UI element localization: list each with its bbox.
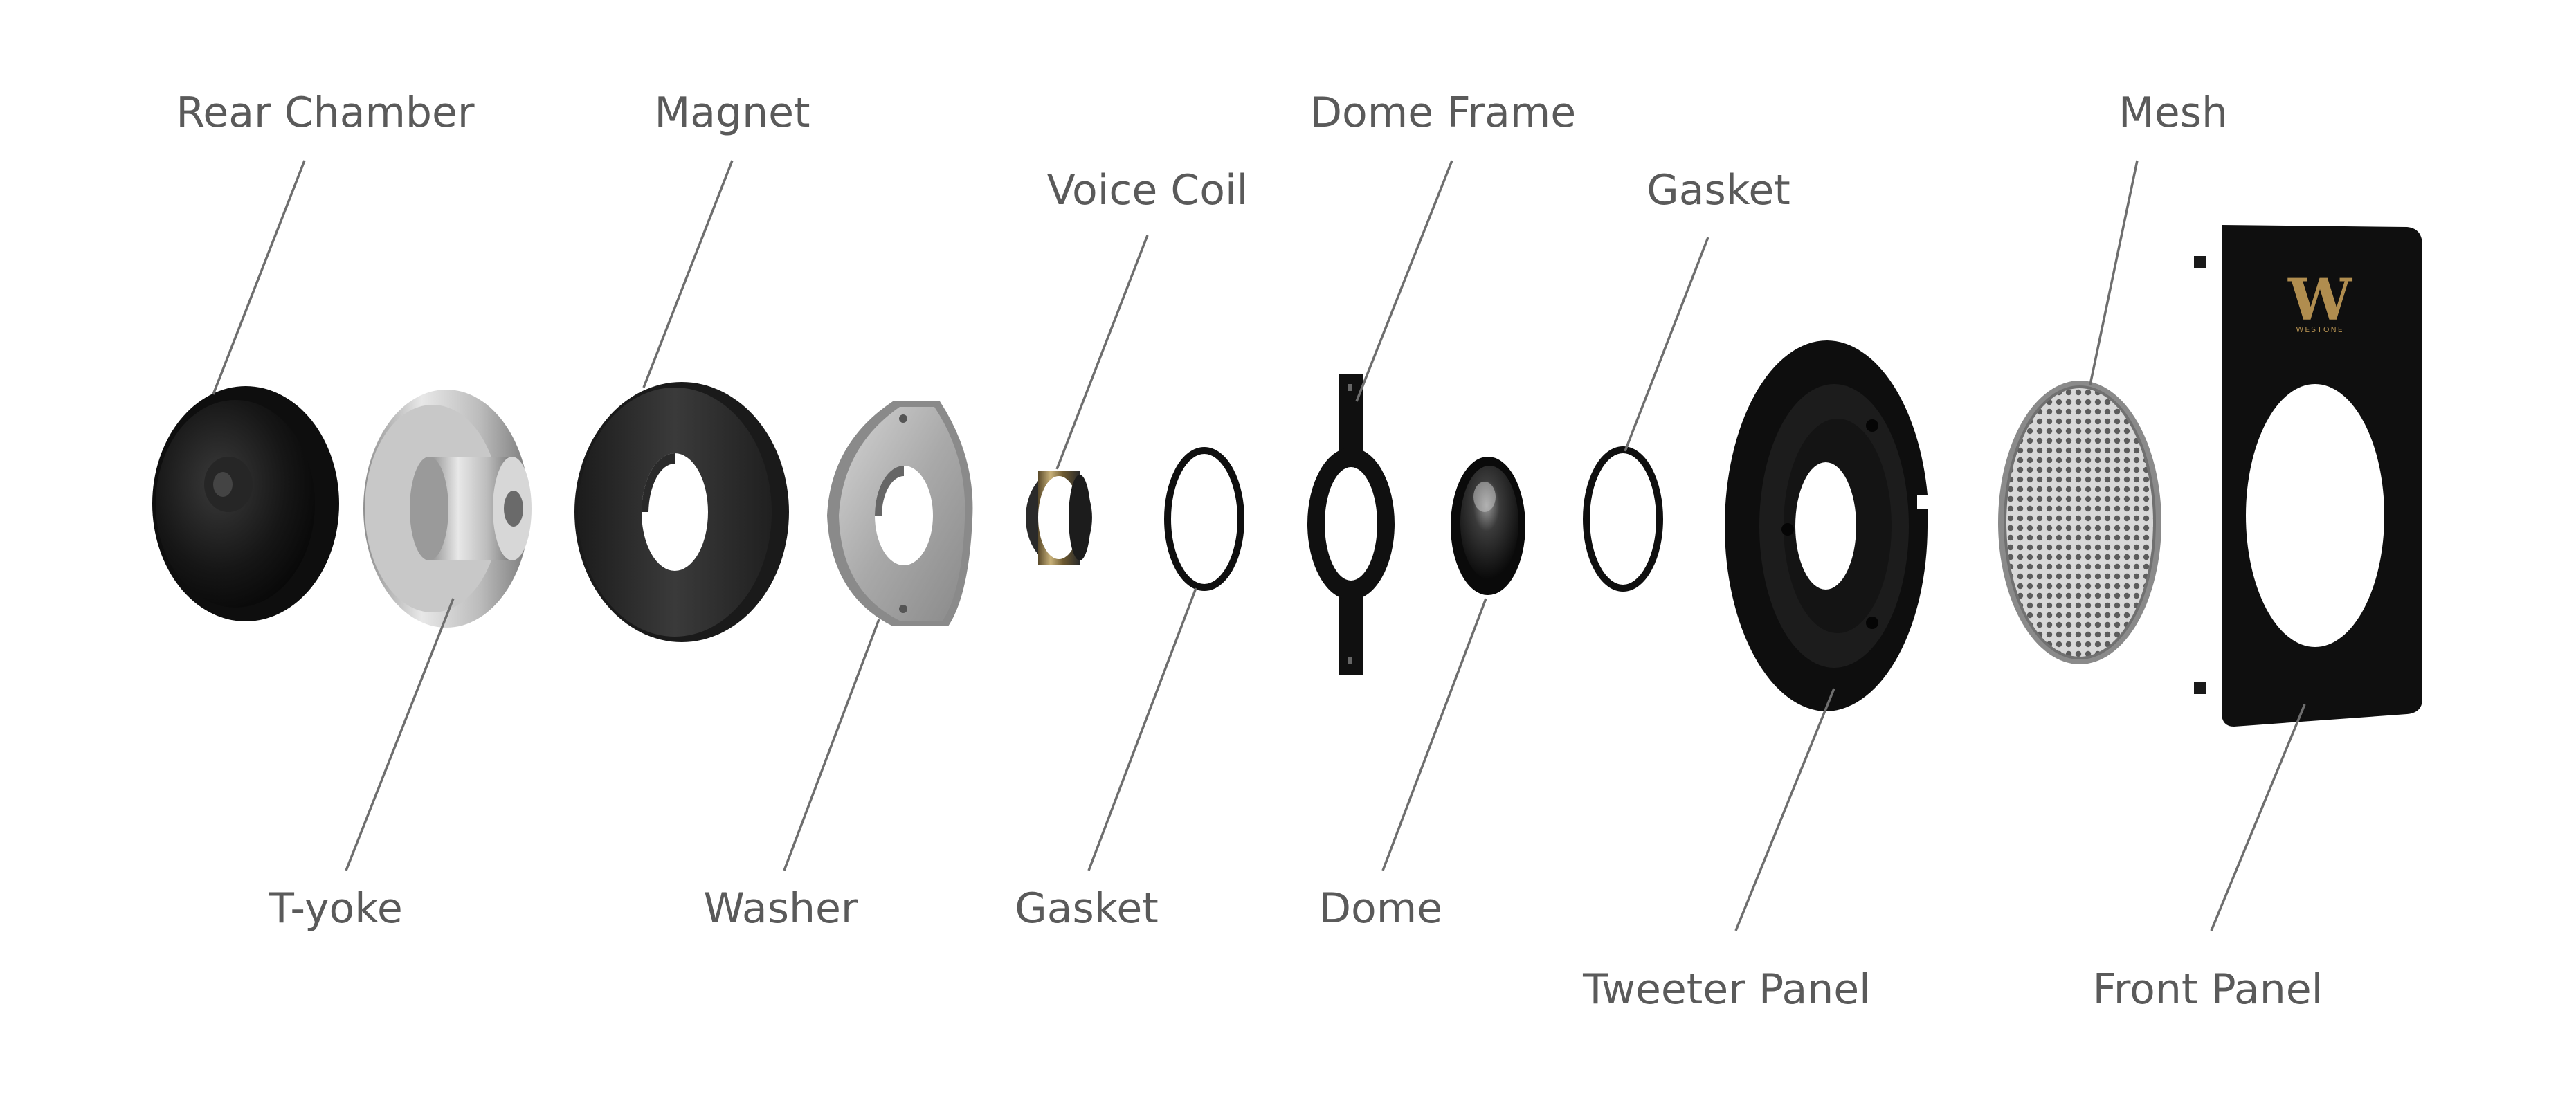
dome-frame-part <box>1307 374 1395 675</box>
leader-dome-frame <box>1355 160 1453 402</box>
rear-chamber-part <box>152 386 339 621</box>
leader-washer <box>783 619 880 871</box>
washer-part <box>827 401 973 626</box>
leader-front-panel <box>2210 704 2306 931</box>
leader-mesh <box>2089 160 2139 385</box>
label-tweeter-panel: Tweeter Panel <box>1582 965 1871 1014</box>
leader-gasket-rear <box>1087 587 1197 871</box>
front-panel-part: W WESTONE <box>2194 225 2422 727</box>
leader-gasket-front <box>1624 237 1709 452</box>
gasket-rear-part <box>1164 447 1244 591</box>
gasket-front-part <box>1583 446 1663 592</box>
leader-voice-coil <box>1055 235 1149 470</box>
leader-magnet <box>642 160 734 388</box>
magnet-part <box>574 382 789 642</box>
leader-tweeter-panel <box>1734 688 1835 931</box>
label-gasket-rear: Gasket <box>1015 884 1159 933</box>
voice-coil-part <box>1026 471 1092 565</box>
label-dome-frame: Dome Frame <box>1310 89 1576 137</box>
label-voice-coil: Voice Coil <box>1047 166 1249 215</box>
t-yoke-part <box>363 390 532 628</box>
leader-lines <box>212 160 2306 931</box>
label-rear-chamber: Rear Chamber <box>176 89 475 137</box>
label-gasket-front: Gasket <box>1647 166 1790 215</box>
label-magnet: Magnet <box>654 89 810 137</box>
svg-text:WESTONE: WESTONE <box>2296 325 2343 334</box>
tweeter-panel-part <box>1725 340 1928 711</box>
leader-t-yoke <box>345 598 455 871</box>
leader-rear-chamber <box>212 160 306 395</box>
mesh-part <box>1998 381 2161 664</box>
svg-text:W: W <box>2287 267 2353 334</box>
label-washer: Washer <box>703 884 858 933</box>
label-dome: Dome <box>1319 884 1442 933</box>
label-mesh: Mesh <box>2119 89 2228 137</box>
label-t-yoke: T-yoke <box>268 884 402 933</box>
part-labels: Rear Chamber Magnet Voice Coil Dome Fram… <box>176 89 2323 1014</box>
label-front-panel: Front Panel <box>2093 965 2323 1014</box>
brand-logo: W WESTONE <box>2287 267 2353 334</box>
leader-dome <box>1381 598 1487 871</box>
dome-part <box>1451 457 1525 595</box>
